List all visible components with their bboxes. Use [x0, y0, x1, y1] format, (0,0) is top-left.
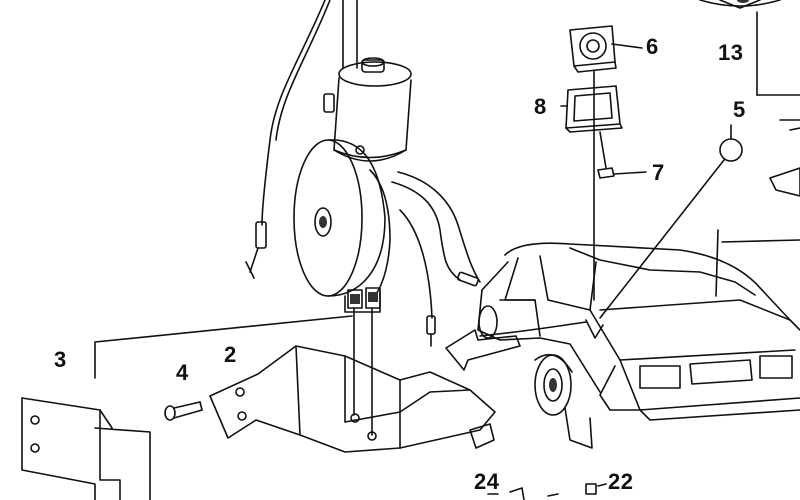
callout-8: 8	[534, 94, 547, 119]
callout-13: 13	[718, 40, 744, 65]
callout-5: 5	[733, 97, 746, 122]
bracket-2	[209, 345, 496, 453]
bolt-4	[164, 401, 203, 421]
callout-24: 24	[474, 469, 500, 494]
callout-6: 6	[646, 34, 659, 59]
direction-arrow	[445, 329, 521, 371]
antenna-motor	[323, 57, 412, 162]
grommet-5	[599, 124, 743, 319]
car-outline	[477, 119, 800, 449]
antenna-cable	[245, 0, 331, 279]
callout-7: 7	[652, 160, 665, 185]
part-13-disc	[699, 0, 800, 96]
antenna-mast	[342, 0, 358, 69]
mount-bolts	[353, 307, 373, 436]
callout-2: 2	[224, 342, 237, 367]
bottom-parts	[487, 483, 607, 500]
callout-4: 4	[176, 360, 189, 385]
speaker-6	[569, 25, 643, 73]
callout-22: 22	[608, 469, 634, 494]
clip-7	[597, 167, 647, 179]
drum-wires	[391, 171, 481, 347]
antenna-drum	[293, 139, 391, 313]
plate-3	[21, 397, 151, 500]
callout-3: 3	[54, 347, 67, 372]
gasket-8	[560, 85, 623, 133]
